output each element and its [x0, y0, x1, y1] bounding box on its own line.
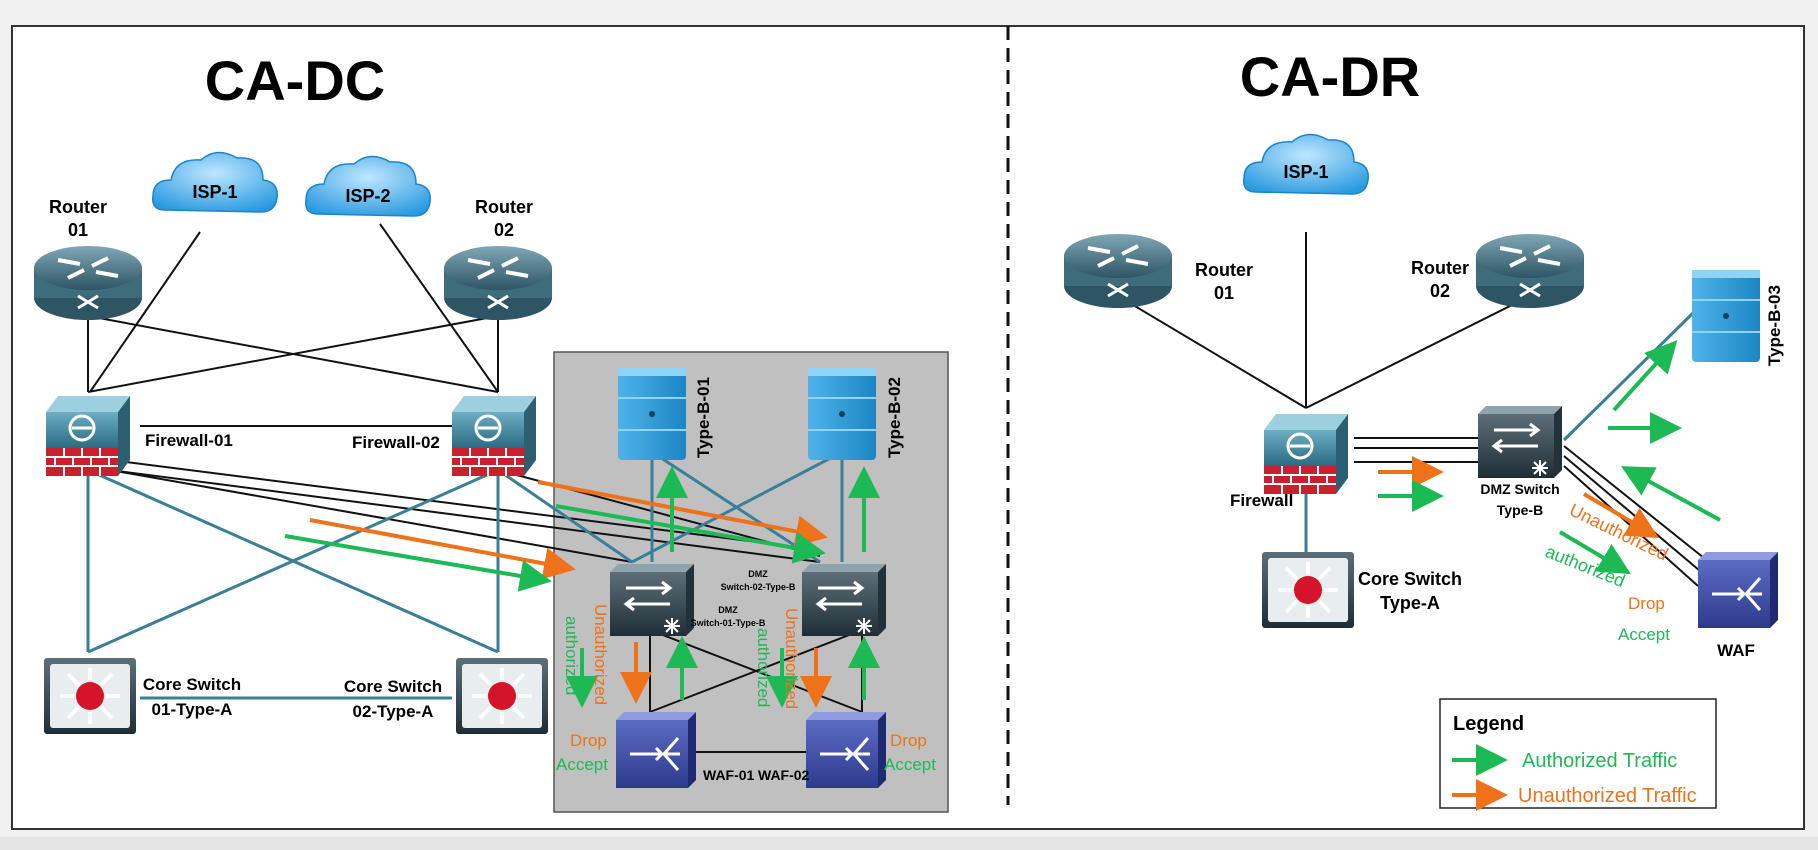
dr-dmz-switch-icon: [1476, 404, 1564, 480]
dr-traffic-arrows: [1378, 340, 1721, 575]
router02-label-line1: Router: [475, 197, 533, 217]
dmz01-label-line2: Switch-01-Type-B: [691, 618, 766, 628]
waf02-label: WAF-02: [758, 767, 810, 783]
firewall01-label: Firewall-01: [145, 431, 233, 450]
dr-core-label-line2: Type-A: [1380, 593, 1440, 613]
dr-firewall-icon: [1262, 412, 1350, 496]
waf01-label: WAF-01: [703, 767, 755, 783]
router01-label-line1: Router: [49, 197, 107, 217]
core01-label-line1: Core Switch: [143, 675, 241, 694]
dr-router02-label-line2: 02: [1430, 281, 1450, 301]
core01-label-line2: 01-Type-A: [152, 700, 233, 719]
dr-router01-label-line2: 01: [1214, 283, 1234, 303]
dr-drop-label: Drop: [1628, 594, 1665, 613]
dr-core-label-line1: Core Switch: [1358, 569, 1462, 589]
dr-router01-label-line1: Router: [1195, 260, 1253, 280]
dc-site-title: CA-DC: [205, 49, 385, 112]
firewall02-icon: [450, 394, 538, 478]
router02-label-line2: 02: [494, 220, 514, 240]
dr-site-title: CA-DR: [1240, 45, 1420, 108]
router01-icon: [32, 244, 144, 322]
core-switch02-icon: [454, 656, 550, 736]
dr-dmz-label-line2: Type-B: [1497, 502, 1543, 518]
isp1-label: ISP-1: [192, 182, 237, 202]
dmz-switch02-icon: [800, 562, 888, 638]
dr-core-switch-icon: [1260, 550, 1356, 630]
legend: Legend Authorized Traffic Unauthorized T…: [1439, 698, 1717, 811]
dmz02-label-line2: Switch-02-Type-B: [721, 582, 796, 592]
dr-router02-label-line1: Router: [1411, 258, 1469, 278]
dr-waf-label: WAF: [1717, 641, 1755, 660]
router02-icon: [442, 244, 554, 322]
dmz-switch01-icon: [608, 562, 696, 638]
firewall02-label: Firewall-02: [352, 433, 440, 452]
firewall01-icon: [44, 394, 132, 478]
dc-traffic-arrows: [284, 466, 880, 708]
dc-authorized-label-2: authorized: [754, 628, 773, 707]
dc-accept-label-1: Accept: [556, 755, 608, 774]
dc-unauthorized-label-1: Unauthorized: [591, 604, 610, 705]
dr-accept-label: Accept: [1618, 625, 1670, 644]
dr-server-label: Type-B-03: [1765, 285, 1784, 366]
dc-drop-label-1: Drop: [570, 731, 607, 750]
server2-label: Type-B-02: [885, 377, 904, 458]
dmz02-label-line1: DMZ: [748, 569, 768, 579]
waf01-icon: [614, 710, 698, 790]
router01-label-line2: 01: [68, 220, 88, 240]
dc-drop-label-2: Drop: [890, 731, 927, 750]
dmz01-label-line1: DMZ: [718, 605, 738, 615]
dc-accept-label-2: Accept: [884, 755, 936, 774]
legend-title: Legend: [1453, 713, 1524, 735]
isp2-label: ISP-2: [345, 186, 390, 206]
legend-authorized-label: Authorized Traffic: [1522, 750, 1677, 772]
legend-unauthorized-label: Unauthorized Traffic: [1518, 785, 1697, 807]
core-switch01-icon: [42, 656, 138, 736]
dr-isp1-label: ISP-1: [1283, 162, 1328, 182]
core02-label-line2: 02-Type-A: [353, 702, 434, 721]
dr-router02-icon: [1474, 232, 1586, 310]
dr-router01-icon: [1062, 232, 1174, 310]
server-type-b01-icon: [617, 367, 687, 461]
bottom-strip: [0, 837, 1818, 850]
dr-waf-icon: [1696, 550, 1780, 630]
dr-server-type-b03-icon: [1691, 269, 1761, 363]
server1-label: Type-B-01: [694, 377, 713, 458]
core02-label-line1: Core Switch: [344, 677, 442, 696]
dr-firewall-label: Firewall: [1230, 491, 1293, 510]
waf02-icon: [804, 710, 888, 790]
dc-unauthorized-label-2: Unauthorized: [782, 608, 801, 709]
server-type-b02-icon: [807, 367, 877, 461]
dr-dmz-label-line1: DMZ Switch: [1480, 481, 1559, 497]
dc-authorized-label-1: authorized: [562, 616, 581, 695]
